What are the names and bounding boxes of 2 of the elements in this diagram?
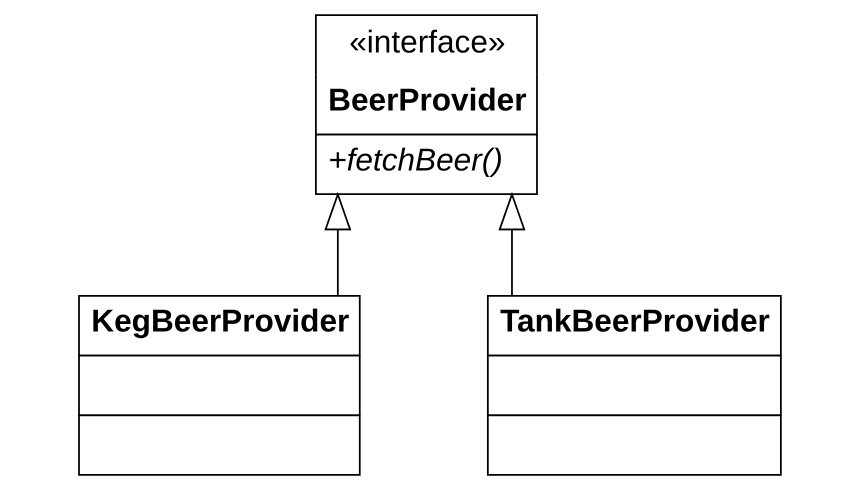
arrow (498, 192, 525, 296)
arrow (324, 192, 351, 296)
